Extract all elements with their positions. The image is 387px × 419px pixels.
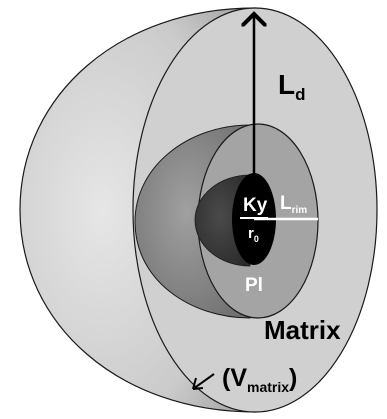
ky-label: Ky [243, 195, 268, 216]
ld-label: Ld [278, 69, 306, 104]
vmatrix-arrow [192, 373, 215, 390]
lrim-label: Lrim [280, 193, 307, 216]
vmatrix-label: (Vmatrix) [222, 364, 297, 395]
pl-label: Pl [245, 275, 263, 296]
matrix-label: Matrix [264, 315, 341, 345]
r0-label: r0 [248, 225, 259, 244]
vmatrix-arrowhead [192, 377, 204, 390]
